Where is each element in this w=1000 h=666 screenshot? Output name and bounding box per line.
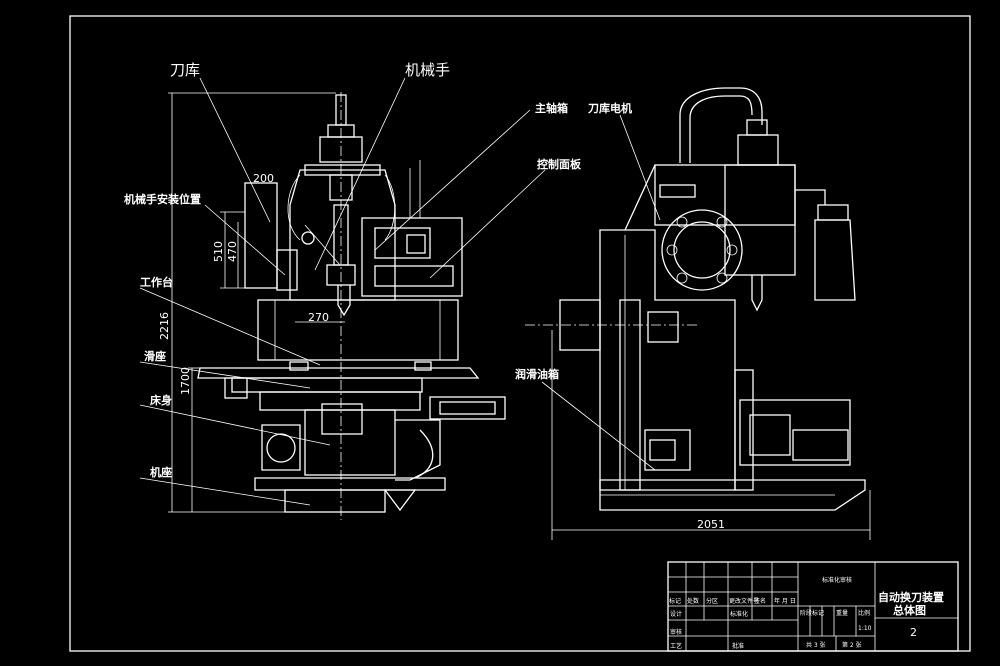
title-block [667, 561, 959, 652]
label-bed-body: 床身 [150, 393, 172, 407]
front-view [168, 92, 506, 520]
label-magazine-motor: 刀库电机 [588, 101, 632, 115]
tb-row-label-3: 更改文件号 [729, 597, 759, 605]
label-worktable: 工作台 [140, 275, 173, 289]
label-manipulator: 机械手 [405, 61, 450, 79]
tb-row-label-2: 分区 [706, 597, 718, 605]
tb-standardization: 标准化 [730, 610, 748, 618]
tb-designer: 设计 [670, 610, 682, 618]
leader-lines [139, 77, 661, 506]
dim-1700: 1700 [179, 367, 192, 395]
dim-2051: 2051 [697, 518, 725, 531]
tb-sheet-total: 共 3 张 [806, 641, 826, 649]
dim-510: 510 [212, 241, 225, 262]
label-spindle-box: 主轴箱 [535, 101, 568, 115]
tb-audit: 审核 [670, 628, 682, 636]
label-lube-tank: 润滑油箱 [515, 367, 559, 381]
tb-sheet-this: 第 2 张 [842, 641, 862, 649]
label-manipulator-mount: 机械手安装位置 [124, 192, 201, 206]
tb-sheet-number: 2 [910, 626, 917, 639]
tb-row-label-1: 处数 [687, 597, 699, 605]
label-tool-magazine: 刀库 [170, 61, 200, 79]
dim-270: 270 [308, 311, 329, 324]
side-view [525, 87, 871, 540]
tb-title-line2: 总体图 [893, 603, 926, 617]
tb-process: 工艺 [670, 642, 682, 650]
tb-center-label: 标准化审核 [822, 576, 852, 584]
drawing-frame [69, 15, 971, 652]
tb-row-label-5: 年 月 日 [774, 597, 796, 605]
tb-scale: 比例 [858, 609, 870, 617]
tb-row-label-0: 标记 [669, 597, 681, 605]
tb-title-line1: 自动换刀装置 [878, 590, 944, 604]
tb-approve: 批准 [732, 642, 744, 650]
tb-stage-mark: 阶段标记 [800, 609, 824, 617]
label-base: 机座 [150, 465, 172, 479]
tb-scale-value: 1:10 [858, 625, 872, 632]
label-control-panel: 控制面板 [537, 157, 582, 171]
label-slide-seat: 滑座 [144, 349, 166, 363]
dim-470: 470 [226, 241, 239, 262]
tb-weight: 重量 [836, 609, 848, 617]
tb-row-label-4: 签名 [754, 597, 766, 605]
dim-200: 200 [253, 172, 274, 185]
dim-2216: 2216 [158, 312, 171, 340]
